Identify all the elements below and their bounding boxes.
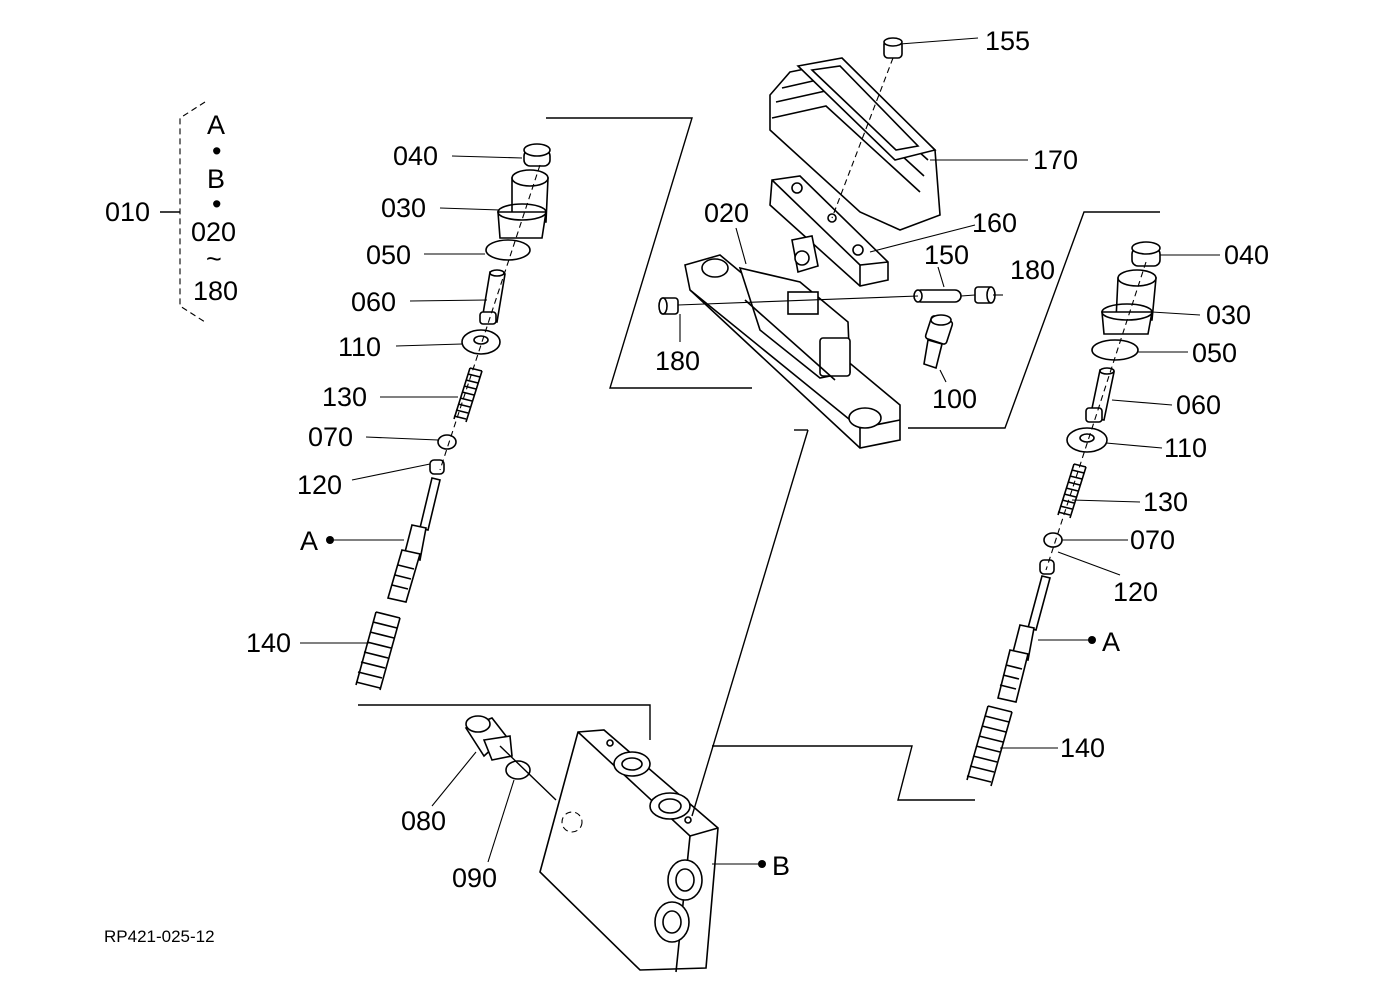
ref-dot-a-right	[1088, 636, 1096, 644]
bolt-100	[923, 314, 954, 370]
label-180-top: 180	[1010, 255, 1055, 285]
label-060-left: 060	[351, 287, 396, 317]
ref-dot-a-left	[326, 536, 334, 544]
label-070-right: 070	[1130, 525, 1175, 555]
leader-lines	[300, 37, 1220, 868]
valve-body	[539, 729, 719, 973]
spool-right	[997, 575, 1051, 703]
right-valve-stack	[966, 241, 1161, 787]
label-120-left: 120	[297, 470, 342, 500]
label-020: 020	[704, 198, 749, 228]
label-030-right: 030	[1206, 300, 1251, 330]
left-valve-stack	[355, 143, 551, 691]
label-140-right: 140	[1060, 733, 1105, 763]
label-080: 080	[401, 806, 446, 836]
washer-070-left	[437, 434, 457, 450]
washer-110-right	[1066, 427, 1108, 453]
label-150: 150	[924, 240, 969, 270]
label-040-left: 040	[393, 141, 438, 171]
plug-155	[883, 37, 903, 59]
ref-dot-b	[758, 860, 766, 868]
label-070-left: 070	[308, 422, 353, 452]
reference-code: RP421-025-12	[104, 927, 215, 946]
spring-140-right	[966, 705, 1013, 787]
pin-060-right	[1085, 367, 1115, 423]
pin-150	[913, 289, 962, 303]
plug-080	[464, 715, 513, 761]
top-assembly	[658, 37, 1003, 449]
label-010: 010	[105, 197, 150, 227]
label-030-left: 030	[381, 193, 426, 223]
label-a-left: A	[300, 526, 318, 556]
label-155: 155	[985, 26, 1030, 56]
sleeve-030-left	[497, 169, 549, 239]
washer-110-left	[461, 329, 501, 355]
group-tilde: ~	[206, 244, 222, 274]
group-item-020: 020	[191, 217, 236, 247]
collar-120-left	[429, 459, 445, 475]
group-item-a: A	[207, 110, 225, 140]
label-130-right: 130	[1143, 487, 1188, 517]
group-dot-2: •	[212, 189, 221, 219]
bushing-180-left	[658, 297, 679, 315]
label-100: 100	[932, 384, 977, 414]
label-060-right: 060	[1176, 390, 1221, 420]
group-dot-1: •	[212, 136, 221, 166]
label-140-left: 140	[246, 628, 291, 658]
connection-lines	[358, 117, 1160, 817]
oring-090	[505, 760, 531, 780]
label-090: 090	[452, 863, 497, 893]
label-130-left: 130	[322, 382, 367, 412]
group-item-180: 180	[193, 276, 238, 306]
oring-050-right	[1091, 339, 1139, 361]
label-050-right: 050	[1192, 338, 1237, 368]
label-050-left: 050	[366, 240, 411, 270]
boot-170	[769, 57, 941, 231]
label-b: B	[772, 851, 790, 881]
label-120-right: 120	[1113, 577, 1158, 607]
group-item-b: B	[207, 164, 225, 194]
plate-160	[769, 175, 889, 287]
group-bracket: 010 A • B • 020 ~ 180	[105, 101, 238, 323]
cap-040-left	[523, 143, 551, 167]
spring-140-left	[355, 611, 401, 691]
sleeve-030-right	[1101, 269, 1157, 335]
label-110-left: 110	[338, 332, 381, 362]
spring-130-left	[453, 367, 483, 423]
label-040-right: 040	[1224, 240, 1269, 270]
bushing-180-right	[974, 286, 996, 304]
cap-040-right	[1131, 241, 1161, 267]
label-170: 170	[1033, 145, 1078, 175]
part-labels: 155 170 160 020 150 180 180 100 040 030 …	[246, 26, 1269, 893]
label-110-right: 110	[1164, 433, 1207, 463]
spool-left	[386, 477, 441, 603]
label-a-right: A	[1102, 627, 1120, 657]
oring-050-left	[485, 239, 531, 261]
label-180-left: 180	[655, 346, 700, 376]
washer-070-right	[1043, 532, 1063, 548]
pin-060-left	[479, 269, 506, 325]
label-160: 160	[972, 208, 1017, 238]
